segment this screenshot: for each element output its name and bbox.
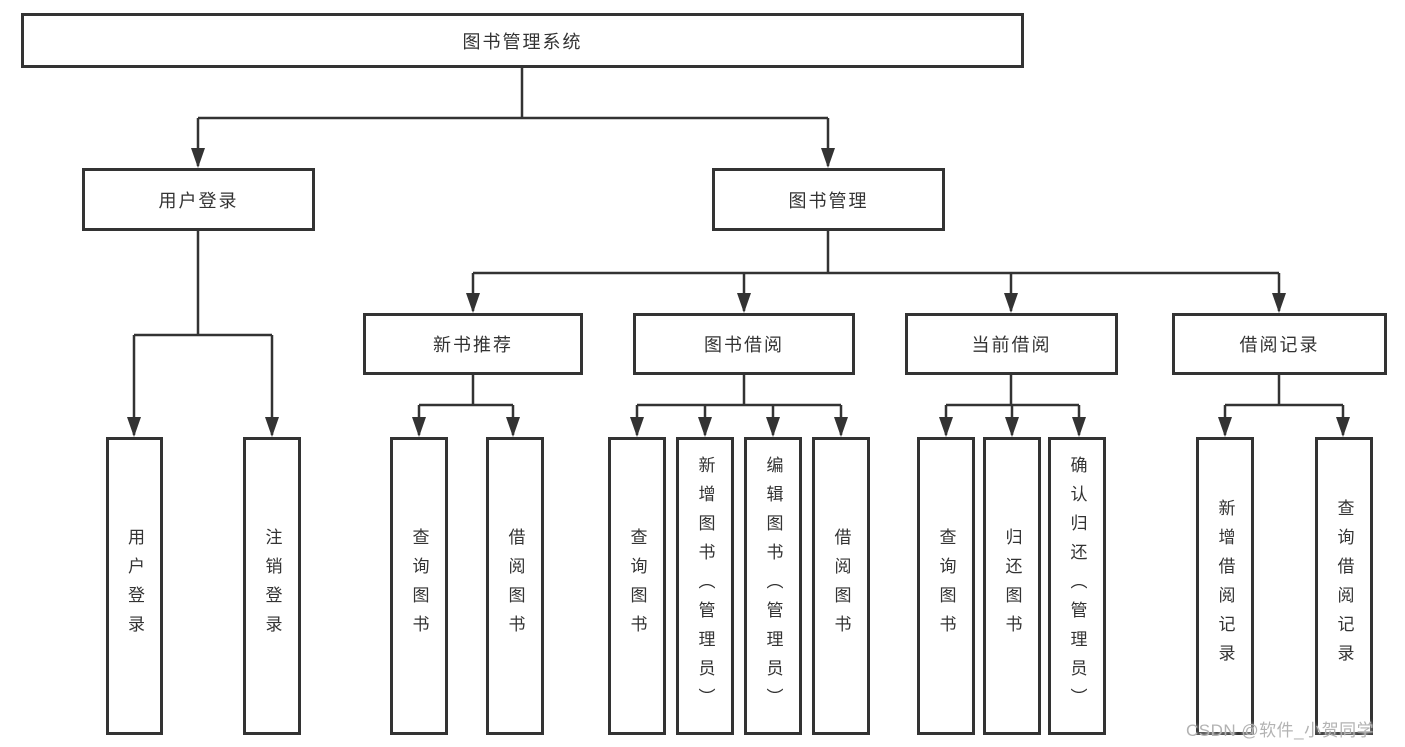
leaf-user-login: 用户登录 <box>106 437 163 735</box>
leaf-logout: 注销登录 <box>243 437 301 735</box>
leaf-borrowing-add-books-admin-label: 新增图书（管理员） <box>695 455 715 717</box>
node-current-borrowing-label: 当前借阅 <box>971 335 1052 355</box>
leaf-current-query-books-label: 查询图书 <box>936 528 956 644</box>
leaf-records-add-record: 新增借阅记录 <box>1196 437 1254 735</box>
node-book-management-label: 图书管理 <box>788 190 869 211</box>
node-book-borrowing-label: 图书借阅 <box>704 335 784 355</box>
leaf-borrowing-borrow-books: 借阅图书 <box>812 437 870 735</box>
leaf-records-add-record-label: 新增借阅记录 <box>1215 499 1235 673</box>
arrowheads <box>127 148 1350 437</box>
node-borrow-records-label: 借阅记录 <box>1239 335 1320 355</box>
node-current-borrowing: 当前借阅 <box>905 313 1118 375</box>
leaf-borrowing-query-books: 查询图书 <box>608 437 666 735</box>
node-book-management: 图书管理 <box>712 168 945 231</box>
leaf-current-query-books: 查询图书 <box>917 437 975 735</box>
node-user-login: 用户登录 <box>82 168 315 231</box>
leaf-user-login-label: 用户登录 <box>125 528 144 644</box>
node-root-system: 图书管理系统 <box>21 13 1024 68</box>
leaf-records-query-record: 查询借阅记录 <box>1315 437 1373 735</box>
leaf-current-confirm-return-admin-label: 确认归还（管理员） <box>1067 455 1087 717</box>
leaf-newbook-borrow-books: 借阅图书 <box>486 437 544 735</box>
node-borrow-records: 借阅记录 <box>1172 313 1387 375</box>
leaf-borrowing-borrow-books-label: 借阅图书 <box>831 528 851 644</box>
node-new-book-recommend-label: 新书推荐 <box>433 335 513 355</box>
leaf-current-confirm-return-admin: 确认归还（管理员） <box>1048 437 1106 735</box>
leaf-newbook-borrow-books-label: 借阅图书 <box>505 528 525 644</box>
leaf-borrowing-edit-books-admin: 编辑图书（管理员） <box>744 437 802 735</box>
leaf-borrowing-add-books-admin: 新增图书（管理员） <box>676 437 734 735</box>
leaf-current-return-books-label: 归还图书 <box>1002 528 1022 644</box>
leaf-logout-label: 注销登录 <box>262 528 282 644</box>
leaf-newbook-query-books: 查询图书 <box>390 437 448 735</box>
node-new-book-recommend: 新书推荐 <box>363 313 583 375</box>
leaf-newbook-query-books-label: 查询图书 <box>409 528 429 644</box>
node-book-borrowing: 图书借阅 <box>633 313 855 375</box>
node-root-label: 图书管理系统 <box>462 31 583 52</box>
node-user-login-label: 用户登录 <box>158 190 239 211</box>
leaf-borrowing-edit-books-admin-label: 编辑图书（管理员） <box>763 455 783 717</box>
leaf-current-return-books: 归还图书 <box>983 437 1041 735</box>
leaf-borrowing-query-books-label: 查询图书 <box>627 528 647 644</box>
watermark-text: CSDN @软件_小贺同学 <box>1186 721 1375 740</box>
leaf-records-query-record-label: 查询借阅记录 <box>1334 499 1354 673</box>
